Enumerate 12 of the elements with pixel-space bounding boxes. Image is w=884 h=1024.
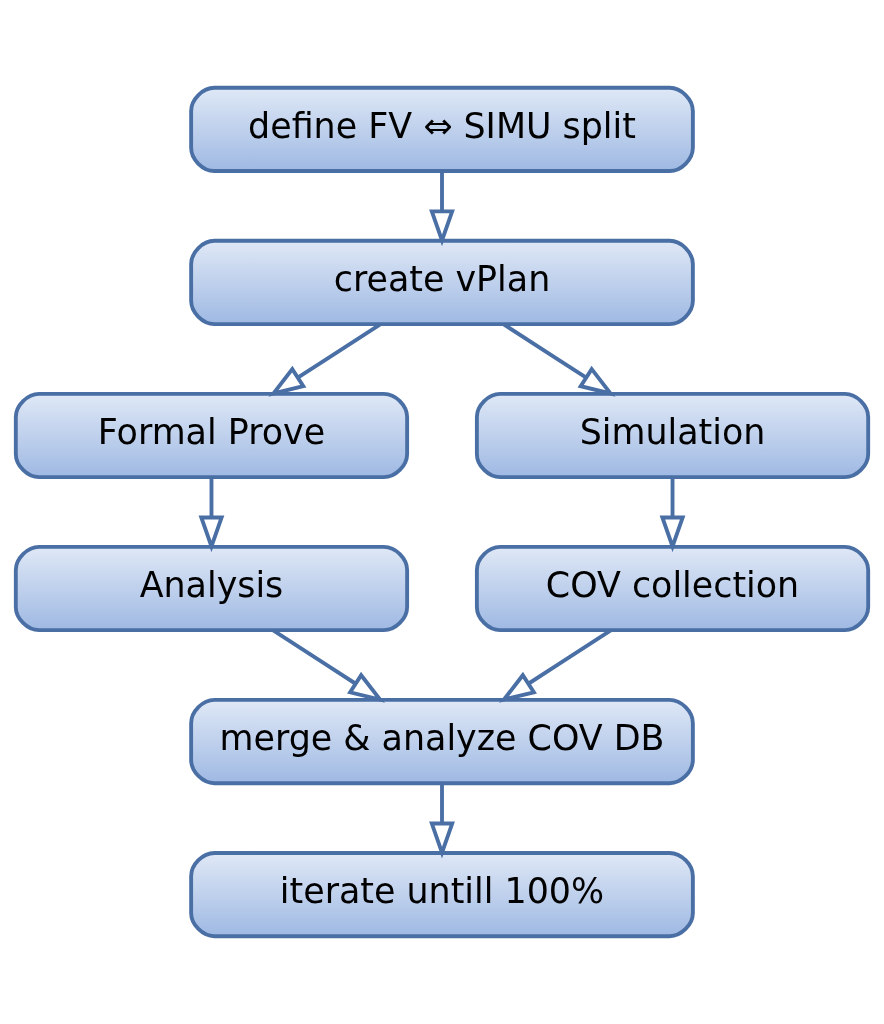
node-box: Simulation [474, 391, 871, 480]
node-box: define FV ⇔ SIMU split [189, 85, 695, 173]
node-box: COV collection [474, 544, 871, 633]
node-box: create vPlan [189, 238, 695, 327]
arrow [198, 477, 225, 553]
node-box: Analysis [13, 544, 410, 633]
node-box: Formal Prove [13, 391, 410, 480]
arrow [429, 171, 455, 247]
node-box: iterate untill 100% [189, 851, 695, 939]
node-box: merge & analyze COV DB [189, 697, 695, 786]
arrow [429, 783, 455, 859]
arrow [659, 477, 686, 553]
